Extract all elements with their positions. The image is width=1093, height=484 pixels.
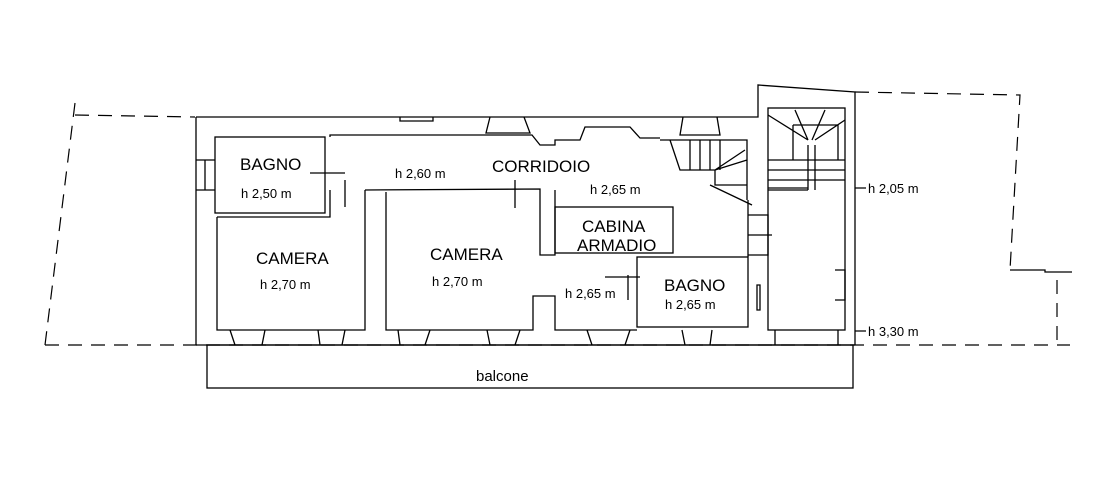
balcony-label: balcone: [476, 368, 529, 385]
room-height-camera-1: h 2,70 m: [260, 277, 311, 292]
room-height-camera-2: h 2,70 m: [432, 274, 483, 289]
room-height-bagno-1: h 2,50 m: [241, 186, 292, 201]
room-label-corridoio: CORRIDOIO: [492, 157, 590, 176]
room-label-bagno-2: BAGNO: [664, 276, 725, 295]
interior-walls: [214, 107, 846, 346]
room-label-cabina: CABINA: [582, 217, 646, 236]
room-height-disimpegno: h 2,65 m: [565, 286, 616, 301]
level-height-lower: h 3,30 m: [868, 324, 919, 339]
balcony-outline: [206, 344, 854, 389]
property-boundary: [44, 91, 1072, 346]
room-label-bagno-1: BAGNO: [240, 155, 301, 174]
room-height-bagno-2: h 2,65 m: [665, 297, 716, 312]
level-height-upper: h 2,05 m: [868, 181, 919, 196]
room-label-camera-1: CAMERA: [256, 249, 329, 268]
room-label-armadio: ARMADIO: [577, 236, 656, 255]
room-label-camera-2: CAMERA: [430, 245, 503, 264]
room-height-corridoio-west: h 2,60 m: [395, 166, 446, 181]
room-height-corridoio-east: h 2,65 m: [590, 182, 641, 197]
